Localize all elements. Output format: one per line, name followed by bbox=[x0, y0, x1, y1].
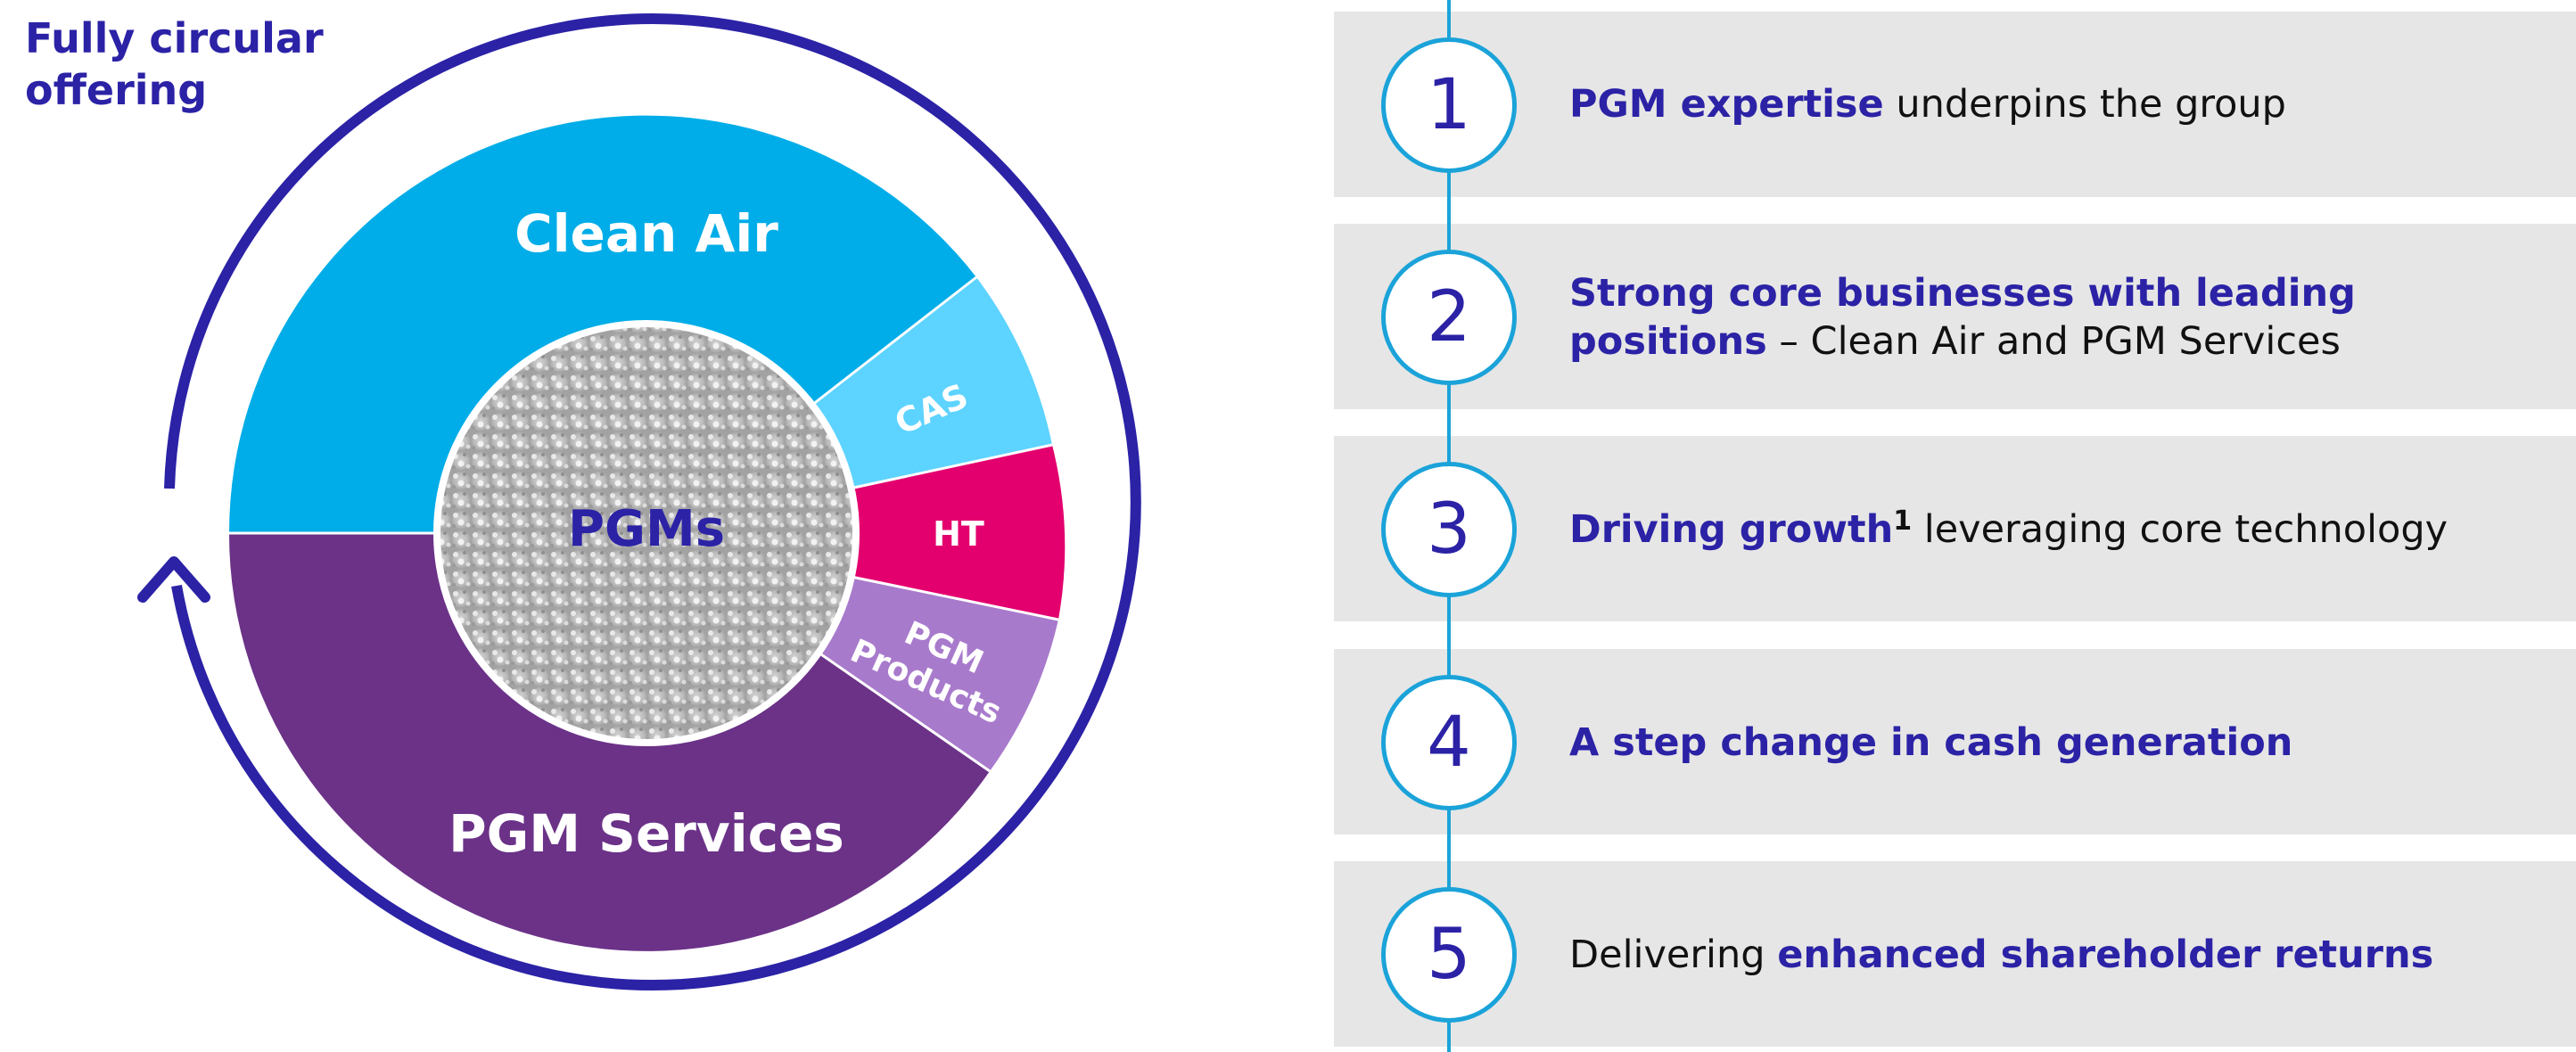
circular-ring-arrow bbox=[164, 13, 1141, 991]
pgm-services-label: PGM Services bbox=[449, 803, 844, 864]
number-circle-1: 1 bbox=[1381, 37, 1517, 173]
number-circle-4: 4 bbox=[1381, 675, 1517, 810]
item-3-text: Driving growth1 leveraging core technolo… bbox=[1569, 505, 2448, 558]
segment-pgm-products bbox=[819, 577, 1058, 771]
segment-cas bbox=[812, 277, 1052, 489]
segment-ht bbox=[850, 445, 1066, 620]
ring-arrowhead-icon bbox=[137, 556, 210, 603]
item-5-prefix: Delivering bbox=[1569, 933, 1778, 977]
item-1-rest: underpins the group bbox=[1883, 82, 2286, 127]
number-circle-5: 5 bbox=[1381, 887, 1517, 1023]
number-circle-2: 2 bbox=[1381, 250, 1517, 385]
item-5-bold: enhanced shareholder returns bbox=[1777, 933, 2434, 977]
list-item-1 bbox=[1334, 12, 2576, 197]
number-circle-3: 3 bbox=[1381, 462, 1517, 597]
segment-dividers bbox=[229, 275, 1059, 773]
ht-label: HT bbox=[933, 514, 984, 554]
circular-offering-title: Fully circular offering bbox=[25, 12, 324, 116]
item-1-bold: PGM expertise bbox=[1569, 82, 1884, 127]
item-3-rest: leveraging core technology bbox=[1912, 507, 2448, 552]
item-2-bold-line2: positions bbox=[1569, 319, 1767, 364]
title-line-2: offering bbox=[25, 66, 208, 114]
item-2-rest: – Clean Air and PGM Services bbox=[1766, 319, 2341, 364]
list-item-4 bbox=[1334, 649, 2576, 834]
item-2-bold-line1: Strong core businesses with leading bbox=[1569, 271, 2356, 316]
clean-air-label: Clean Air bbox=[514, 203, 778, 264]
item-5-text: Delivering enhanced shareholder returns bbox=[1569, 931, 2433, 979]
list-item-2 bbox=[1334, 224, 2576, 409]
item-1-text: PGM expertise underpins the group bbox=[1569, 80, 2286, 128]
title-line-1: Fully circular bbox=[25, 14, 324, 62]
list-item-3 bbox=[1334, 436, 2576, 621]
item-2-text: Strong core businesses with leading posi… bbox=[1569, 269, 2356, 366]
segment-clean-air bbox=[228, 115, 977, 533]
item-4-bold: A step change in cash generation bbox=[1569, 720, 2293, 765]
item-3-footnote: 1 bbox=[1893, 505, 1913, 537]
item-4-text: A step change in cash generation bbox=[1569, 719, 2292, 767]
item-3-bold: Driving growth bbox=[1569, 507, 1894, 552]
circular-offering-diagram: Clean Air CAS HT PGM Products PGM Servic… bbox=[137, 13, 1141, 991]
list-item-5 bbox=[1334, 861, 2576, 1047]
pgms-center-label: PGMs bbox=[568, 500, 725, 558]
pgms-center-image bbox=[433, 320, 860, 746]
